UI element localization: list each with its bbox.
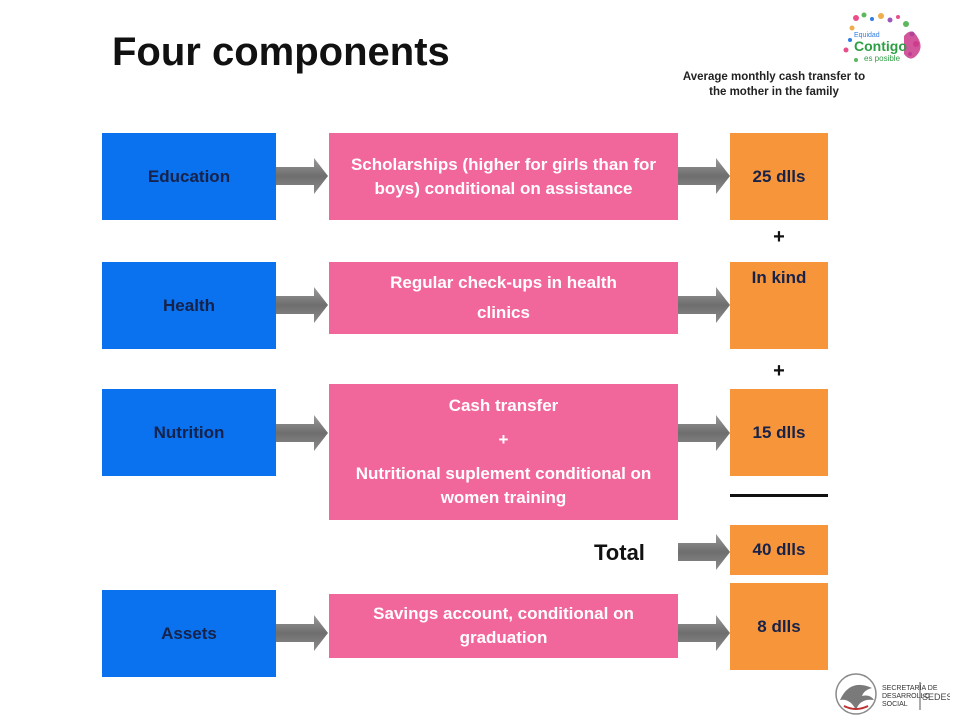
amount-box-education: 25 dlls: [730, 133, 828, 220]
seal-text-2: DESARROLLO: [882, 693, 930, 700]
arrow-icon: [276, 158, 328, 194]
amount-column-note: Average monthly cash transfer to the mot…: [682, 71, 866, 98]
page-title: Four components: [112, 30, 450, 74]
amount-box-total: 40 dlls: [730, 525, 828, 575]
seal-text-3: SOCIAL: [882, 701, 908, 708]
arrow-icon: [678, 158, 730, 194]
category-box-nutrition: Nutrition: [102, 389, 276, 476]
description-line: +: [498, 430, 509, 449]
description-box-nutrition: Cash transfer + Nutritional suplement co…: [329, 384, 678, 520]
category-box-education: Education: [102, 133, 276, 220]
amount-box-assets: 8 dlls: [730, 583, 828, 670]
description-line: Scholarships (higher for girls than for …: [350, 154, 657, 198]
arrow-icon: [276, 615, 328, 651]
description-line: clinics: [477, 303, 530, 322]
description-box-education: Scholarships (higher for girls than for …: [329, 133, 678, 220]
seal-brand: SEDESOL: [922, 692, 950, 702]
arrow-icon: [678, 287, 730, 323]
sum-divider-line: [730, 494, 828, 497]
arrow-icon: [678, 534, 730, 570]
description-box-assets: Savings account, conditional on graduati…: [329, 594, 678, 658]
plus-sign: +: [773, 360, 785, 382]
logo-text-2: Contigo: [854, 38, 907, 54]
seal-text-1: SECRETARÍA DE: [882, 683, 938, 692]
eagle-seal-icon: [835, 673, 877, 715]
description-box-health: Regular check-ups in health clinics: [329, 262, 678, 334]
description-line: Cash transfer: [448, 396, 559, 415]
logo-text-3: es posible: [864, 54, 901, 63]
description-line: Regular check-ups in health: [390, 273, 617, 292]
amount-box-health: In kind: [730, 262, 828, 349]
category-box-health: Health: [102, 262, 276, 349]
logo-text-1: Equidad: [854, 32, 880, 39]
arrow-icon: [678, 415, 730, 451]
description-line: Savings account, conditional on graduati…: [373, 604, 634, 647]
arrow-icon: [678, 615, 730, 651]
sedesol-logo: SECRETARÍA DE DESARROLLO SOCIAL SEDESOL: [826, 670, 960, 716]
arrow-icon: [276, 415, 328, 451]
amount-box-nutrition: 15 dlls: [730, 389, 828, 476]
plus-sign: +: [773, 226, 785, 248]
description-line: Nutritional suplement conditional on wom…: [355, 464, 652, 507]
total-label: Total: [594, 540, 645, 565]
category-box-assets: Assets: [102, 590, 276, 677]
arrow-icon: [276, 287, 328, 323]
contigo-logo: Equidad Contigo es posible: [826, 10, 944, 70]
